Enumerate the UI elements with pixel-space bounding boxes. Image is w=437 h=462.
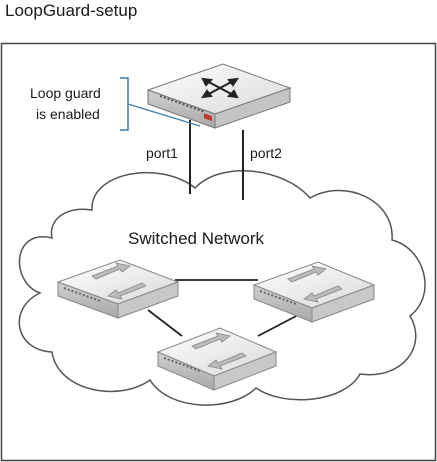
diagram-frame [0,42,437,462]
annotation-line1: Loop guard [30,85,101,101]
annotation-leader [127,103,201,127]
network-label: Switched Network [128,229,265,248]
link-left-bottom [147,309,183,337]
switch-icon [56,259,180,319]
annotation-line2: is enabled [36,106,100,122]
router-icon [146,63,292,129]
page-title: LoopGuard-setup [5,1,138,20]
port1-label: port1 [146,145,178,161]
switch-icon [252,261,376,323]
port2-label: port2 [250,145,282,161]
switched-network-cloud [18,169,426,406]
annotation-bracket [120,77,129,131]
switch-icon [156,327,278,391]
link-right-bottom [257,313,301,337]
